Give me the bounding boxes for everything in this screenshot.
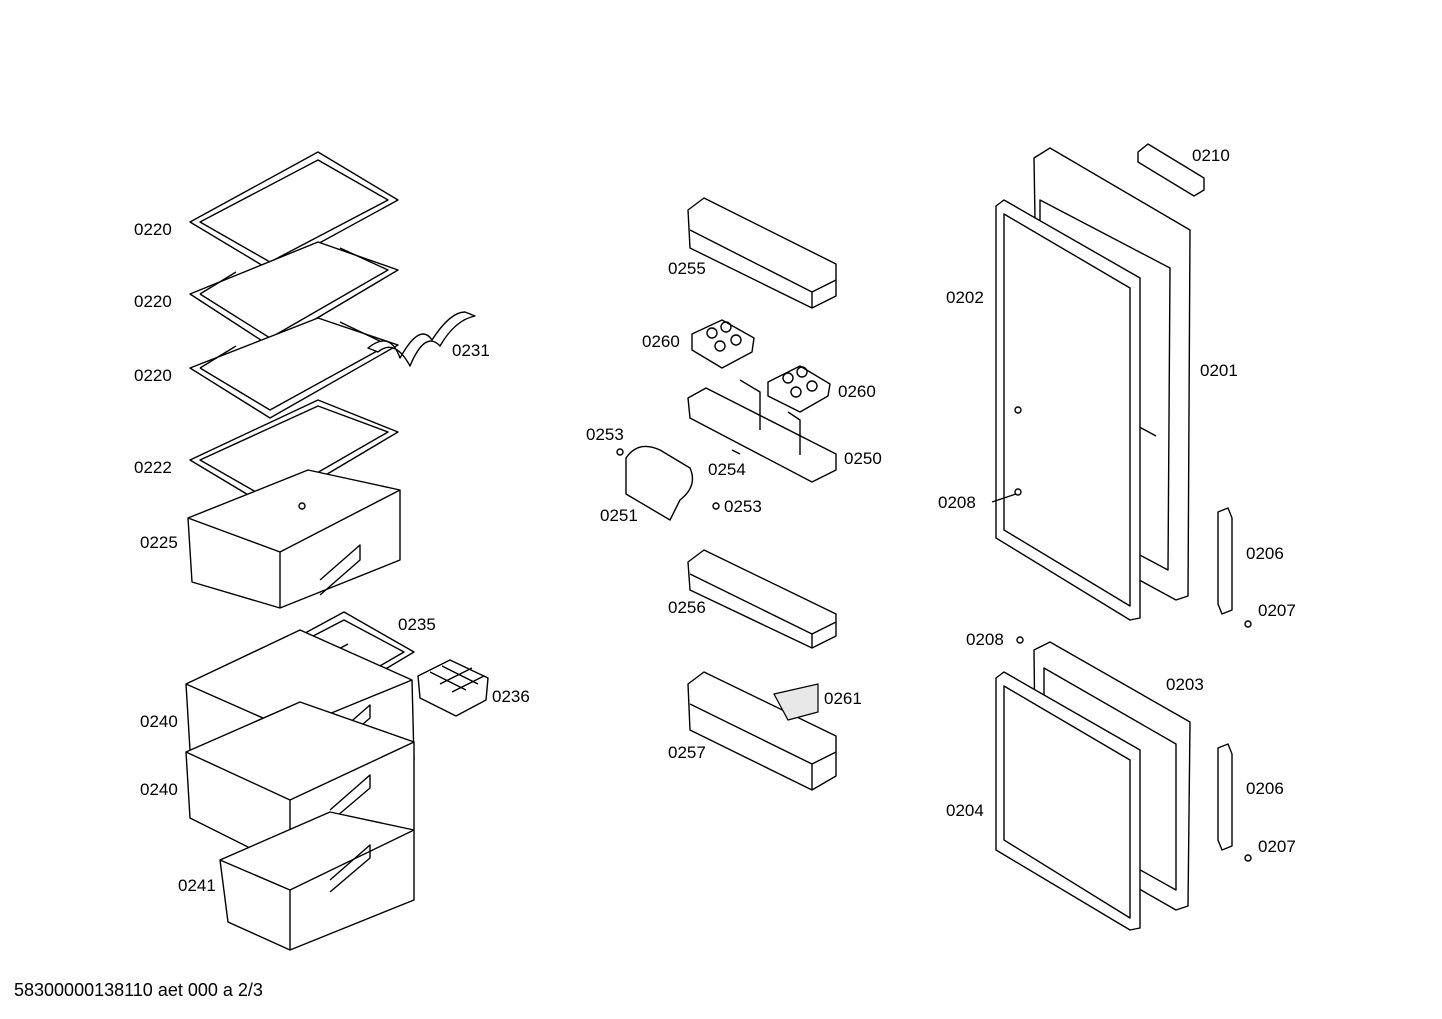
door-handle-0210 <box>1137 143 1205 197</box>
label-0208-lower: 0208 <box>966 630 1004 649</box>
label-0208-upper: 0208 <box>938 493 976 512</box>
label-0202: 0202 <box>946 288 984 307</box>
label-0240-upper: 0240 <box>140 712 178 731</box>
label-0236: 0236 <box>492 687 530 706</box>
label-0255: 0255 <box>668 259 706 278</box>
door-shelf-0256 <box>687 549 837 649</box>
freezer-door-gasket-0204 <box>995 671 1141 931</box>
glass-shelf-0220-low <box>189 317 399 419</box>
label-0225: 0225 <box>140 533 178 552</box>
label-0257: 0257 <box>668 743 706 762</box>
glass-shelf-0220-mid <box>189 241 399 347</box>
label-0253-lower: 0253 <box>724 497 762 516</box>
door-shelf-0255 <box>687 197 837 309</box>
hinge-0206-lower <box>1217 743 1233 851</box>
crisper-drawer-0225 <box>187 469 401 609</box>
label-0220-mid: 0220 <box>134 292 172 311</box>
label-0260-right: 0260 <box>838 382 876 401</box>
label-0201: 0201 <box>1200 361 1238 380</box>
label-0241: 0241 <box>178 876 216 895</box>
label-0206-upper: 0206 <box>1246 544 1284 563</box>
label-0206-lower: 0206 <box>1246 779 1284 798</box>
label-0253-upper: 0253 <box>586 425 624 444</box>
label-0231: 0231 <box>452 341 490 360</box>
label-0261: 0261 <box>824 689 862 708</box>
label-0204: 0204 <box>946 801 984 820</box>
label-0254: 0254 <box>708 460 746 479</box>
small-parts-0253-0254 <box>616 448 741 510</box>
label-0251: 0251 <box>600 506 638 525</box>
fasteners-0207-0208 <box>991 406 1252 862</box>
label-0256: 0256 <box>668 598 706 617</box>
label-0207-upper: 0207 <box>1258 601 1296 620</box>
label-0220-top: 0220 <box>134 220 172 239</box>
label-0260-left: 0260 <box>642 332 680 351</box>
freezer-drawer-0241 <box>219 811 415 951</box>
fridge-door-gasket-0202 <box>995 199 1141 621</box>
label-0220-low: 0220 <box>134 366 172 385</box>
document-reference: 58300000138110 aet 000 a 2/3 <box>14 980 263 1000</box>
door-shelf-0257 <box>687 671 837 791</box>
hinge-0206-upper <box>1217 507 1233 615</box>
label-0203: 0203 <box>1166 675 1204 694</box>
door-shelf-0250 <box>687 379 837 483</box>
bottle-rack-0231 <box>367 311 476 367</box>
bottle-divider-0261 <box>773 683 819 721</box>
label-0222: 0222 <box>134 458 172 477</box>
glass-shelf-0220-top <box>189 151 399 271</box>
label-0250: 0250 <box>844 449 882 468</box>
cover-flap-0251 <box>625 445 694 521</box>
label-0240-lower: 0240 <box>140 780 178 799</box>
label-0207-lower: 0207 <box>1258 837 1296 856</box>
ice-cube-tray-0236 <box>417 659 489 717</box>
label-0235: 0235 <box>398 615 436 634</box>
label-0210: 0210 <box>1192 146 1230 165</box>
glass-shelf-0222 <box>189 399 399 509</box>
egg-tray-0260-right <box>767 365 831 413</box>
egg-tray-0260-left <box>691 319 755 369</box>
